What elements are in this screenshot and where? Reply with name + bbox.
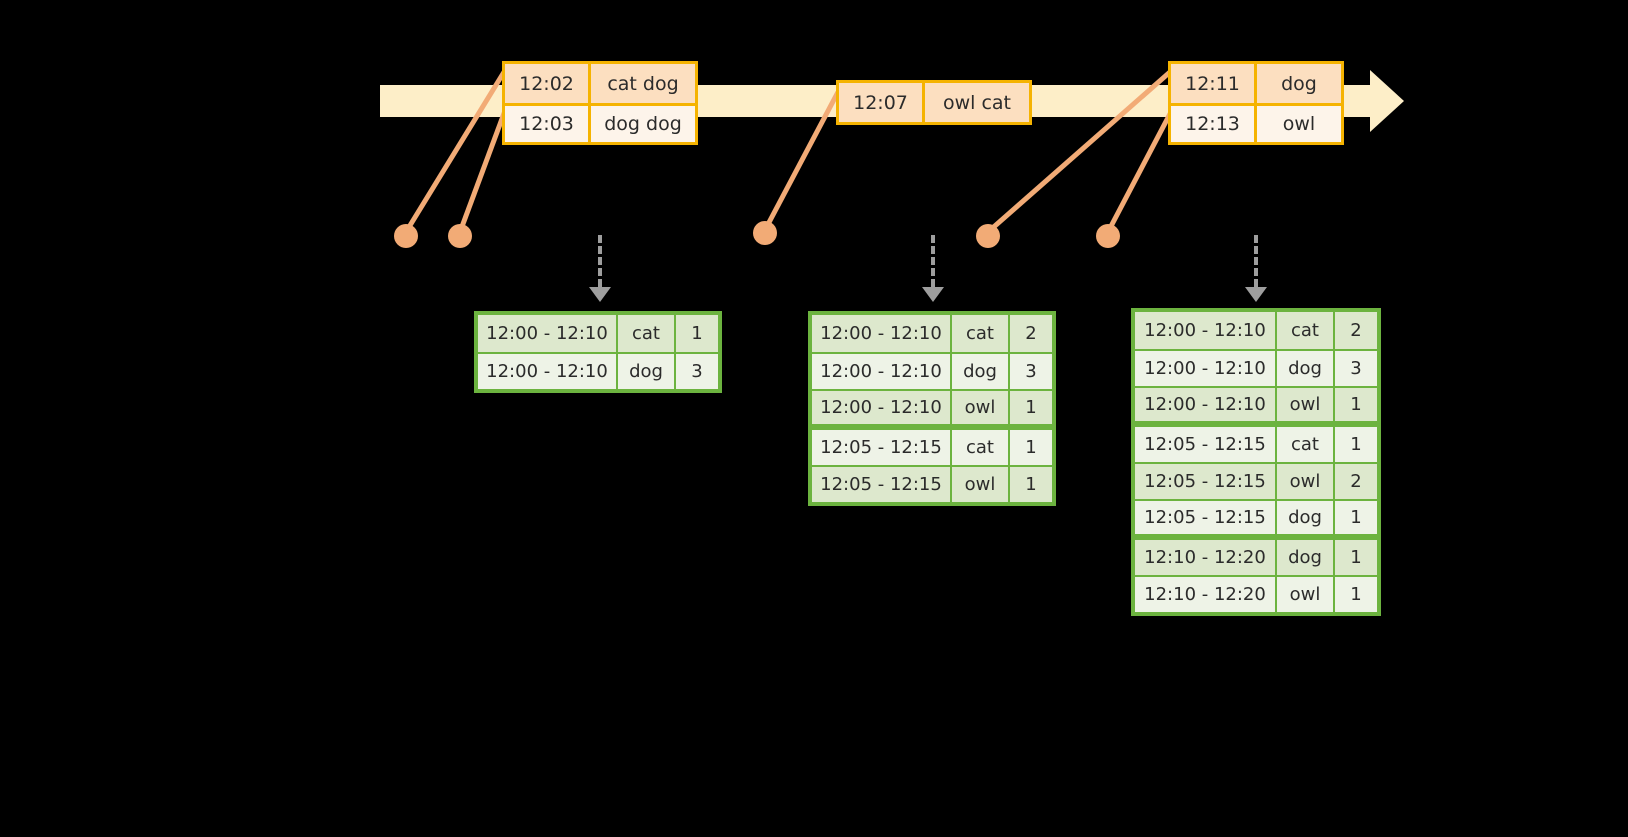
cell-count: 2 <box>1350 471 1362 492</box>
event-time: 12:13 <box>1171 106 1257 142</box>
timeline-arrowhead-icon <box>1370 70 1404 132</box>
emit-arrow-1 <box>589 235 611 302</box>
arrow-head-icon <box>589 287 611 302</box>
cell-count: 1 <box>1350 394 1362 415</box>
event-row: 12:07 owl cat <box>839 83 1029 122</box>
cell-window: 12:00 - 12:10 <box>812 354 952 389</box>
cell-key: dog <box>1277 351 1335 386</box>
connector-dot <box>448 224 472 248</box>
event-row: 12:13 owl <box>1171 103 1341 142</box>
cell-count: 1 <box>1350 434 1362 455</box>
cell-window: 12:00 - 12:10 <box>812 391 952 424</box>
event-time: 12:03 <box>505 106 591 142</box>
event-value: dog dog <box>604 113 682 135</box>
cell-count: 1 <box>1350 507 1362 528</box>
arrow-stem <box>931 235 935 287</box>
cell-window: 12:00 - 12:10 <box>1135 312 1277 349</box>
cell-count: 1 <box>1350 547 1362 568</box>
cell-count: 1 <box>1025 397 1037 418</box>
cell-count: 3 <box>1350 358 1362 379</box>
arrow-stem <box>598 235 602 287</box>
cell-key: owl <box>952 391 1010 424</box>
cell-window: 12:00 - 12:10 <box>1135 351 1277 386</box>
event-box-a[interactable]: 12:02 cat dog 12:03 dog dog <box>502 61 698 145</box>
cell-key: owl <box>1277 577 1335 612</box>
cell-key: cat <box>952 430 1010 465</box>
cell-count: 3 <box>1025 361 1037 382</box>
cell-key: owl <box>1277 388 1335 421</box>
event-value: dog <box>1281 72 1317 95</box>
cell-count: 2 <box>1350 320 1362 341</box>
cell-window: 12:00 - 12:10 <box>1135 388 1277 421</box>
cell-window: 12:05 - 12:15 <box>1135 464 1277 499</box>
cell-key: dog <box>1277 501 1335 534</box>
event-box-c[interactable]: 12:11 dog 12:13 owl <box>1168 61 1344 145</box>
event-time: 12:11 <box>1171 64 1257 103</box>
cell-window: 12:00 - 12:10 <box>478 315 618 352</box>
cell-key: dog <box>952 354 1010 389</box>
event-time: 12:07 <box>839 83 925 122</box>
cell-key: cat <box>1277 427 1335 462</box>
cell-window: 12:10 - 12:20 <box>1135 577 1277 612</box>
cell-count: 1 <box>1025 474 1037 495</box>
event-value: owl cat <box>942 91 1012 114</box>
event-value: cat dog <box>607 72 679 95</box>
cell-count: 1 <box>691 323 703 344</box>
cell-key: owl <box>952 467 1010 502</box>
cell-window: 12:05 - 12:15 <box>1135 427 1277 462</box>
cell-window: 12:10 - 12:20 <box>1135 540 1277 575</box>
cell-key: dog <box>618 354 676 389</box>
cell-key: owl <box>1277 464 1335 499</box>
arrow-head-icon <box>1245 287 1267 302</box>
cell-count: 1 <box>1350 584 1362 605</box>
cell-key: dog <box>1277 540 1335 575</box>
cell-window: 12:00 - 12:10 <box>812 315 952 352</box>
cell-key: cat <box>952 315 1010 352</box>
arrow-stem <box>1254 235 1258 287</box>
cell-key: cat <box>1277 312 1335 349</box>
cell-window: 12:00 - 12:10 <box>478 354 618 389</box>
cell-count: 1 <box>1025 437 1037 458</box>
cell-window: 12:05 - 12:15 <box>1135 501 1277 534</box>
event-box-b[interactable]: 12:07 owl cat <box>836 80 1032 125</box>
event-value: owl <box>1282 113 1316 135</box>
connector-dot <box>394 224 418 248</box>
cell-window: 12:05 - 12:15 <box>812 467 952 502</box>
cell-window: 12:05 - 12:15 <box>812 430 952 465</box>
event-row: 12:11 dog <box>1171 64 1341 103</box>
event-row: 12:03 dog dog <box>505 103 695 142</box>
connector-dot <box>1096 224 1120 248</box>
event-row: 12:02 cat dog <box>505 64 695 103</box>
cell-count: 3 <box>691 361 703 382</box>
emit-arrow-2 <box>922 235 944 302</box>
event-time: 12:02 <box>505 64 591 103</box>
arrow-head-icon <box>922 287 944 302</box>
cell-count: 2 <box>1025 323 1037 344</box>
cell-key: cat <box>618 315 676 352</box>
emit-arrow-3 <box>1245 235 1267 302</box>
connector-dot <box>976 224 1000 248</box>
connector-dot <box>753 221 777 245</box>
